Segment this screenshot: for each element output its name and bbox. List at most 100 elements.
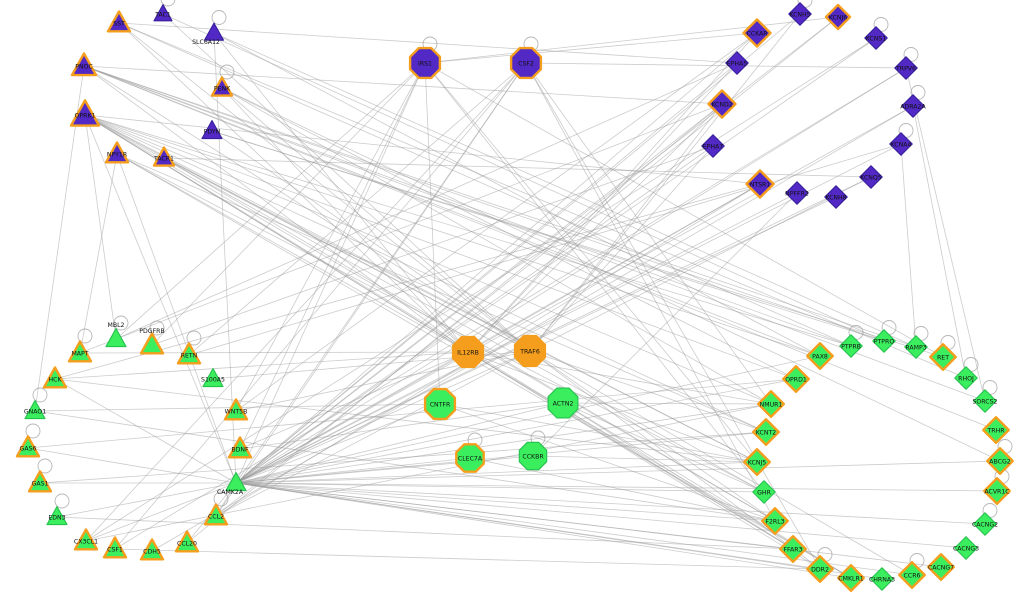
node-SLC6A12[interactable]	[203, 22, 225, 41]
node-CCR6[interactable]	[898, 561, 926, 589]
node-NTSR1[interactable]	[745, 169, 775, 199]
node-PDYN[interactable]	[201, 120, 223, 140]
edge-t8-g11	[116, 153, 237, 484]
node-CNTFR[interactable]	[423, 387, 457, 421]
node-RETN[interactable]	[176, 342, 202, 365]
node-CCKBR[interactable]	[518, 441, 548, 471]
node-CLEC7A[interactable]	[455, 443, 485, 473]
node-KCNQ5[interactable]	[859, 165, 883, 189]
node-CACNG2[interactable]	[973, 512, 997, 536]
edge-h3-g10	[239, 351, 469, 450]
node-CCKAR[interactable]	[742, 18, 772, 48]
edge-h1-g8	[235, 62, 426, 412]
node-EPHA7[interactable]	[701, 134, 725, 158]
node-CACNG3[interactable]	[954, 536, 978, 560]
node-MAPT[interactable]	[67, 340, 93, 363]
edge-d11-g5	[54, 183, 761, 380]
node-CMKLR1[interactable]	[837, 564, 865, 592]
node-CCL2[interactable]	[203, 503, 229, 526]
node-GAS1[interactable]	[27, 470, 53, 493]
edge-h6-g10	[239, 402, 564, 450]
node-TACR1[interactable]	[152, 146, 176, 167]
node-NPY1R[interactable]	[104, 141, 130, 164]
node-FFAR3[interactable]	[779, 535, 807, 563]
edge-g11-g12	[56, 482, 237, 518]
edge-h3-r22	[467, 351, 852, 579]
node-KCNJ5[interactable]	[743, 448, 771, 476]
edge-t5-h4	[221, 87, 531, 352]
node-PTPRB[interactable]	[839, 334, 863, 358]
node-NPFFR2[interactable]	[785, 181, 809, 205]
node-NMUR1[interactable]	[757, 390, 785, 418]
node-KCND2[interactable]	[707, 89, 737, 119]
node-SST[interactable]	[106, 10, 132, 33]
node-IL12RB[interactable]	[451, 335, 485, 369]
nodes-layer	[15, 2, 1014, 592]
node-KCNH5[interactable]	[788, 2, 812, 26]
node-BDNF[interactable]	[227, 436, 253, 459]
edge-h4-r24	[529, 350, 913, 576]
node-PDGFRB[interactable]	[139, 332, 165, 355]
node-OPRK1[interactable]	[69, 99, 101, 127]
edge-t7-r4	[211, 130, 944, 358]
node-SORCS2[interactable]	[973, 389, 997, 413]
node-GNAO1[interactable]	[24, 400, 46, 420]
node-RAMP3[interactable]	[904, 335, 928, 359]
edge-h2-r16	[525, 62, 776, 522]
node-CHRNA3[interactable]	[870, 567, 894, 591]
node-KCNH8[interactable]	[824, 185, 848, 209]
edge-t8-r10	[116, 153, 767, 433]
node-KCNT2[interactable]	[752, 418, 780, 446]
node-GAS6[interactable]	[15, 435, 41, 458]
node-KCNS1[interactable]	[864, 26, 888, 50]
node-CSF1[interactable]	[102, 536, 128, 559]
node-PNOC[interactable]	[70, 52, 98, 77]
node-HCK[interactable]	[42, 366, 68, 389]
self-loop-GAS6	[25, 423, 41, 439]
node-TAC1[interactable]	[153, 4, 173, 22]
node-EPHA5[interactable]	[725, 51, 749, 75]
edge-g11-r21	[235, 482, 942, 568]
node-CACNG7[interactable]	[927, 553, 955, 581]
node-F2RL3[interactable]	[761, 507, 789, 535]
edge-t3-r3	[213, 32, 917, 348]
node-TRHR[interactable]	[982, 416, 1010, 444]
node-CDH5[interactable]	[139, 538, 165, 561]
node-GHR[interactable]	[752, 480, 776, 504]
node-S100A5[interactable]	[202, 368, 224, 388]
node-PTPRO[interactable]	[872, 329, 896, 353]
node-ABCG2[interactable]	[986, 447, 1014, 475]
node-RET[interactable]	[929, 343, 957, 371]
edge-t9-r12	[163, 157, 758, 463]
edges-layer	[27, 13, 1001, 580]
node-PAX8[interactable]	[806, 342, 834, 370]
node-KCNJ6[interactable]	[824, 3, 852, 31]
node-IRS1[interactable]	[408, 46, 442, 80]
node-EDN3[interactable]	[46, 506, 68, 526]
node-ACVR1C[interactable]	[983, 477, 1011, 505]
node-CAMK2A[interactable]	[225, 472, 247, 492]
node-TRPV6[interactable]	[894, 56, 918, 80]
node-CSF2[interactable]	[509, 46, 543, 80]
edge-d5-h3	[467, 62, 738, 353]
self-loop-TAC1	[160, 0, 176, 7]
edge-h7-g11	[235, 457, 471, 484]
node-CX3CL1[interactable]	[73, 528, 99, 551]
node-ACTN2[interactable]	[547, 387, 579, 419]
node-PENK[interactable]	[210, 76, 234, 97]
edge-t1-r7	[118, 22, 967, 379]
node-OPRD1[interactable]	[782, 365, 810, 393]
node-TRAF6[interactable]	[513, 334, 547, 368]
node-ADRA2A[interactable]	[901, 94, 925, 118]
node-CCL20[interactable]	[174, 530, 200, 553]
edge-d3-g14	[215, 16, 839, 517]
edge-g13-r10	[39, 431, 767, 484]
node-RHOJ[interactable]	[954, 366, 978, 390]
node-WNT5B[interactable]	[223, 398, 249, 421]
edge-g11-r22	[235, 482, 852, 579]
node-MBL2[interactable]	[105, 328, 127, 348]
node-KCNA4[interactable]	[889, 132, 913, 156]
edge-r3-d10	[900, 143, 917, 348]
node-DDR2[interactable]	[806, 555, 834, 583]
